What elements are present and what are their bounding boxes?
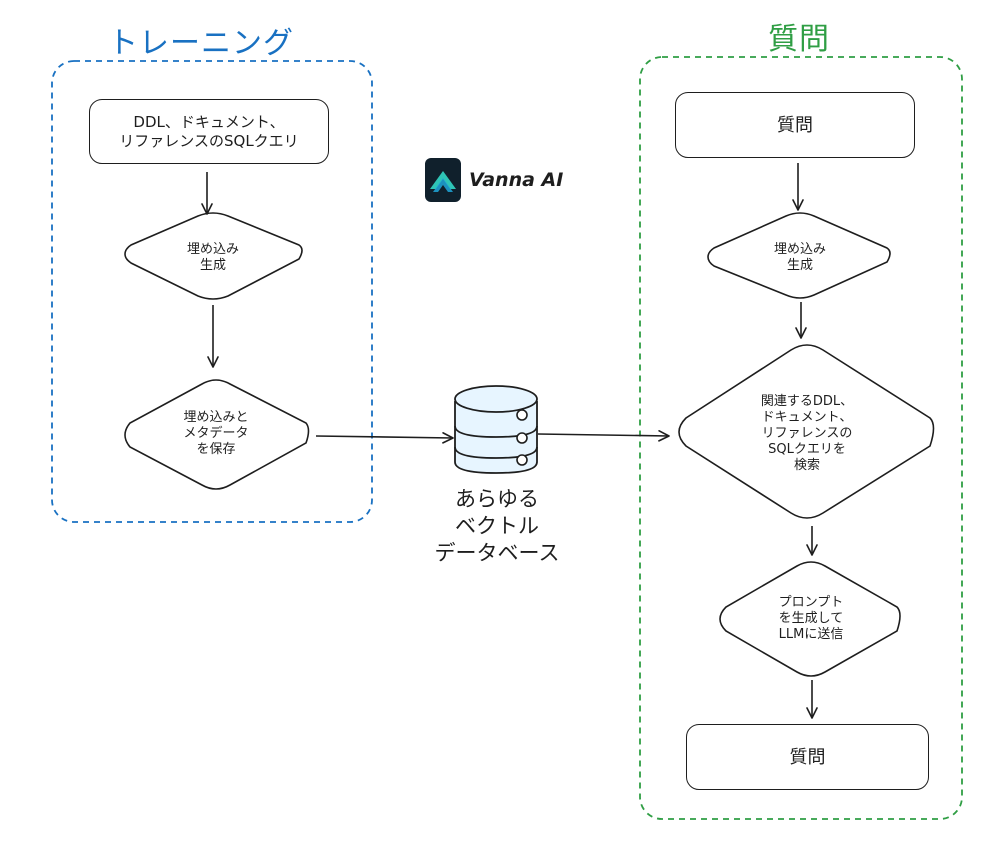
question-top-box: 質問 [675, 92, 915, 158]
database-label: あらゆる ベクトル データベース [434, 487, 560, 565]
question-prompt-label: プロンプト を生成して LLMに送信 [778, 595, 844, 642]
training-group-border [51, 60, 373, 523]
vanna-brand: Vanna AI [425, 158, 563, 202]
question-search-label: 関連するDDL、 ドキュメント、 リファレンスの SQLクエリを 検索 [760, 394, 854, 473]
arrow-store-to-db [315, 432, 454, 444]
training-title: トレーニング [108, 26, 294, 61]
question-group-border [639, 56, 963, 820]
training-embed-diamond [124, 212, 303, 300]
question-title: 質問 [768, 22, 830, 57]
arrow-db-to-search [537, 430, 670, 442]
question-prompt-diamond [719, 561, 901, 677]
question-embed-diamond [707, 212, 891, 299]
vanna-logo-icon [425, 158, 461, 202]
vanna-brand-name: Vanna AI [469, 169, 564, 191]
training-source-box: DDL、ドキュメント、 リファレンスのSQLクエリ [89, 99, 329, 164]
question-search-diamond [678, 344, 935, 519]
training-store-label: 埋め込みと メタデータ を保存 [183, 410, 249, 457]
question-embed-label: 埋め込み 生成 [773, 242, 826, 273]
database-icon [454, 385, 538, 474]
question-bottom-box: 質問 [686, 724, 929, 790]
training-embed-label: 埋め込み 生成 [186, 242, 239, 273]
training-store-diamond [124, 379, 310, 490]
